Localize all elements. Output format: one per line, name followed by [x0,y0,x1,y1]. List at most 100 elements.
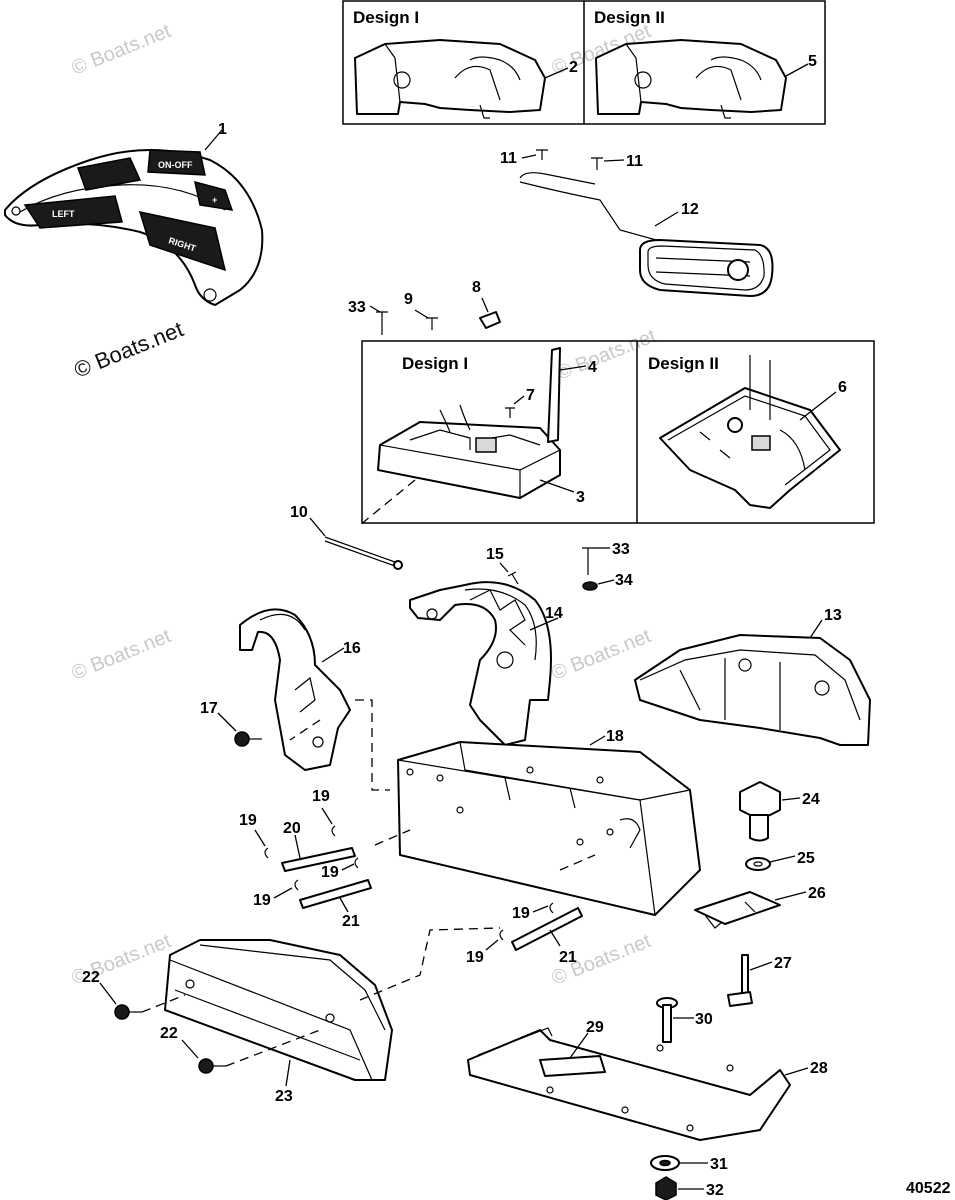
leader-20 [294,834,301,859]
part-10-pin: 10 [290,504,403,570]
small-fasteners-mid: 15 33 34 [486,541,633,591]
leader-34 [597,579,615,585]
dash-16 [289,719,321,741]
part-30-bolt: 30 [656,997,713,1043]
leader-29 [569,1032,589,1059]
part-22-screws: 22 22 [82,969,321,1074]
callout-21a: 21 [342,913,360,930]
callout-19e: 19 [512,905,530,922]
remote-label-left: LEFT [52,209,75,219]
part-21-pin-a [299,879,372,909]
top-design-frames: Design I Design II 2 5 [342,0,826,125]
leader-25 [769,855,796,863]
remote-button-right [138,211,227,272]
mid-design-2-label: Design II [648,354,719,373]
watermark-6: © Boats.net [549,625,655,685]
callout-10: 10 [290,504,308,521]
remote-button-left [23,195,123,229]
callout-3: 3 [576,489,585,506]
leader-33a [369,305,381,313]
small-fasteners-top: 33 9 8 [348,279,501,335]
part-11-screw-b [591,157,603,170]
part-25-washer: 25 [745,850,815,871]
callout-8: 8 [472,279,481,296]
callout-16: 16 [343,640,361,657]
part-2-cover [354,39,546,119]
callout-30: 30 [695,1011,713,1028]
callout-26: 26 [808,885,826,902]
leader-28 [784,1067,809,1076]
part-23-cover: 23 [164,939,393,1105]
remote-button-top-left [76,157,142,191]
dash-18-pins [374,829,411,846]
callout-5: 5 [808,53,817,70]
callout-21b: 21 [559,949,577,966]
callout-22b: 22 [160,1025,178,1042]
callout-33a: 33 [348,299,366,316]
part-4-antenna [547,347,561,443]
part-6-circuit-board [659,355,841,509]
part-13-cover: 13 [634,607,871,746]
leader-15 [499,562,509,573]
part-24-knob: 24 [739,781,820,842]
dash-23 [359,927,501,1001]
leader-19e [532,905,549,913]
leader-4 [559,365,587,371]
callout-23: 23 [275,1088,293,1105]
mid-design-1-label: Design I [402,354,468,373]
part-12-cable: 11 11 12 [500,149,774,297]
mid-design-frames: Design I Design II 4 7 3 [361,340,875,524]
remote-button-on-off [147,149,206,176]
callout-19b: 19 [312,788,330,805]
dash-mid-to-pin [359,479,416,526]
part-3-base [377,404,561,499]
callout-9: 9 [404,291,413,308]
part-26-clip: 26 [694,885,826,929]
leader-22a [99,982,117,1005]
part-1-remote: ON-OFF + LEFT RIGHT 1 [4,121,264,306]
pins-and-clips: 19 19 20 19 19 21 19 19 21 [239,788,583,966]
callout-34: 34 [615,572,633,589]
part-29-label: 29 [539,1019,606,1077]
watermark-5: © Boats.net [69,625,175,685]
leader-17 [217,712,237,732]
leader-2 [544,67,569,79]
leader-1 [204,129,223,151]
callout-14: 14 [545,605,563,622]
part-14-bracket: 14 [409,581,563,746]
dash-18-pins-b [559,854,596,871]
watermark-1: © Boats.net [69,20,175,80]
leader-11b [603,159,625,162]
callout-1: 1 [218,121,227,138]
leader-9 [414,309,429,319]
leader-16 [321,647,345,663]
watermark-4: © Boats.net [554,325,660,385]
top-design-2-label: Design II [594,8,665,27]
callout-13: 13 [824,607,842,624]
leader-6 [799,391,837,421]
leader-12 [654,211,679,227]
callout-27: 27 [774,955,792,972]
part-28-base-plate: 28 [467,1027,828,1141]
leader-19c [341,863,355,871]
callout-31: 31 [710,1156,728,1173]
leader-24 [781,797,801,801]
callout-12: 12 [681,201,699,218]
part-20-pin [281,847,356,872]
callout-33b: 33 [612,541,630,558]
dash-22a [141,994,186,1013]
callout-19f: 19 [466,949,484,966]
leader-19f [485,939,499,951]
callout-22a: 22 [82,969,100,986]
callout-18: 18 [606,728,624,745]
dash-22b [225,1029,321,1067]
leader-26 [774,891,807,901]
part-18-chassis: 18 [397,728,701,916]
watermark-3: © Boats.net [71,316,187,382]
part-31-washer: 31 [650,1155,728,1173]
callout-2: 2 [569,59,578,76]
part-5-cover [595,39,787,119]
callout-28: 28 [810,1060,828,1077]
leader-7 [513,395,525,405]
